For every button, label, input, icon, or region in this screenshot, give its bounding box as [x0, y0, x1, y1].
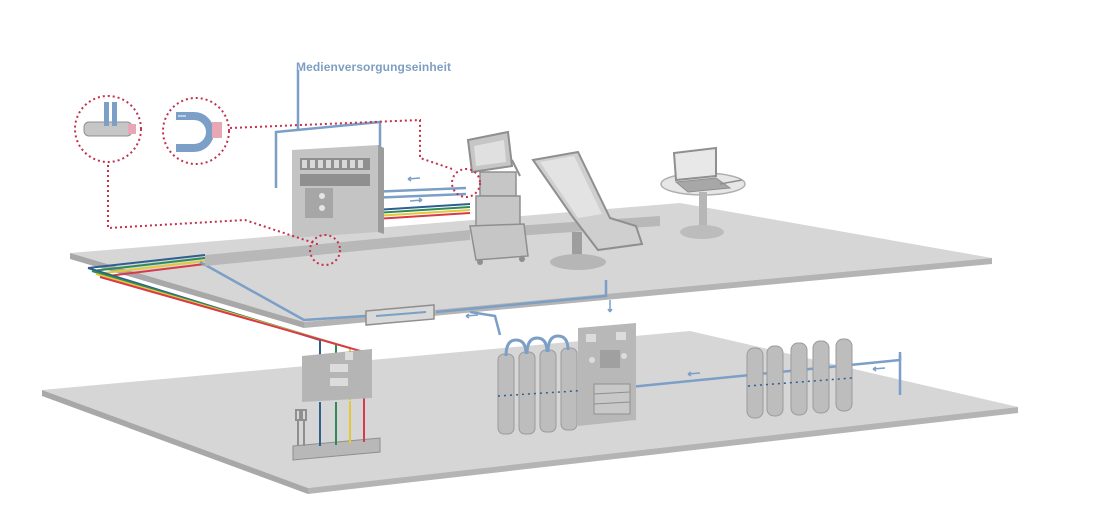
desk-with-laptop: [660, 146, 746, 239]
callout-gas-outlet: [162, 97, 230, 165]
callout-pipe-connector: [74, 95, 142, 163]
operating-table: [531, 150, 644, 270]
callout-marker-floor: [309, 234, 341, 266]
callout-marker-anesthesia: [451, 168, 481, 198]
electrical-distribution: [292, 349, 381, 461]
gas-cylinder-bank: [497, 323, 636, 435]
callout-lines: [107, 118, 456, 246]
media-supply-unit-label: Medienversorgungseinheit: [296, 60, 452, 74]
upper-floor: [70, 203, 992, 328]
flow-arrows: [407, 176, 886, 377]
media-supply-unit: [205, 145, 660, 266]
anesthesia-machine: [466, 130, 529, 265]
filter-box: [365, 304, 435, 326]
gas-cylinders-right: [746, 338, 853, 419]
